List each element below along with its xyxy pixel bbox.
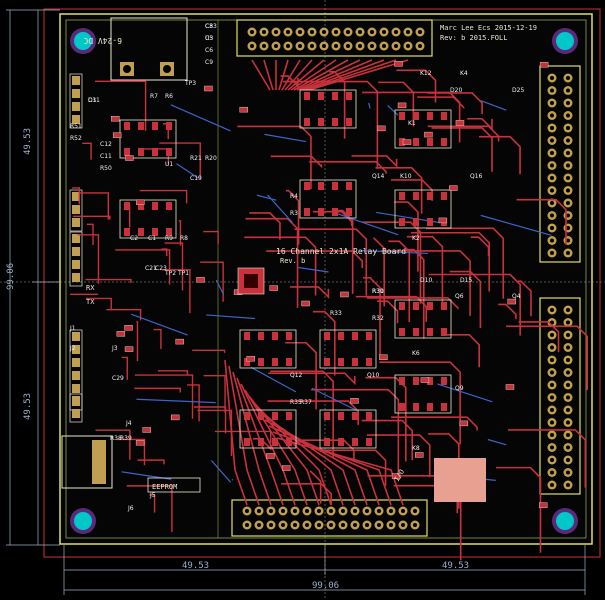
dim-label-height-bottom: 49.53	[23, 393, 33, 420]
ref-label: D20	[450, 87, 462, 94]
board-edge-outer	[43, 8, 601, 558]
ref-label: C11	[100, 153, 112, 160]
dim-label-height: 99.06	[6, 263, 16, 290]
ref-label: J3	[111, 345, 118, 352]
board-revision: Rev. b	[280, 257, 305, 265]
ref-label: C33	[205, 23, 217, 30]
eeprom-label: EEPROM	[152, 483, 177, 491]
copper-pour-pad	[434, 458, 486, 502]
ref-label: K8	[412, 445, 420, 452]
ref-label: U1	[165, 161, 173, 168]
ref-label: C1	[148, 235, 156, 242]
jack-j2	[61, 435, 113, 489]
ref-label: R32	[372, 315, 384, 322]
ref-label: R37	[300, 399, 312, 406]
ref-label: C2	[130, 235, 138, 242]
ref-label: R3	[290, 210, 298, 217]
ref-label: K4	[460, 70, 468, 77]
ref-label: C21	[145, 265, 157, 272]
trace-layer-front	[70, 59, 588, 561]
ref-label: C5	[205, 35, 213, 42]
ref-label: J4	[125, 420, 132, 427]
ref-label: K1	[408, 120, 416, 127]
ref-label: J2	[69, 345, 76, 352]
ref-label: R35	[290, 399, 302, 406]
ref-label: Q10	[367, 372, 380, 379]
rx-label: RX	[86, 284, 95, 292]
eeprom-block	[147, 477, 201, 493]
ref-label: R31	[372, 288, 384, 295]
ref-label: Q6	[455, 293, 464, 300]
ref-label: C31	[88, 97, 100, 104]
ref-label: Q12	[290, 372, 303, 379]
ref-label: R6	[165, 93, 173, 100]
power-label: 6-24V DC	[83, 36, 122, 45]
mounting-hole-bottom-right	[552, 508, 578, 534]
ref-label: Q4	[512, 293, 521, 300]
ref-label: R38	[110, 435, 122, 442]
mounting-hole-bottom-left	[70, 508, 96, 534]
ref-label: J5	[149, 492, 156, 499]
ref-label: Q16	[470, 173, 483, 180]
ref-label: K10	[400, 173, 412, 180]
mirrored-text-2: Rev: b 2015.FOLL	[440, 34, 507, 42]
ref-label: Q14	[372, 173, 385, 180]
ref-label: R4	[290, 193, 298, 200]
dim-label-width-left: 49.53	[182, 561, 209, 571]
ref-label: D15	[460, 277, 472, 284]
mcu-chip	[237, 267, 265, 295]
board-title: 16 Channel 2x1A Relay Board	[276, 247, 406, 256]
ref-label: Q9	[455, 385, 464, 392]
ref-label: C9	[205, 59, 213, 66]
ref-label: D25	[512, 87, 524, 94]
ref-label: U3	[205, 35, 213, 42]
ref-label: C23	[155, 265, 167, 272]
ref-label: R7	[150, 93, 158, 100]
ref-label: C29	[112, 375, 124, 382]
ref-label: C6	[205, 47, 213, 54]
ref-label: R52	[70, 135, 82, 142]
ref-label: J1	[69, 325, 76, 332]
dim-label-height-top: 49.53	[23, 128, 33, 155]
ref-label: C12	[100, 141, 112, 148]
ref-label: TP2	[164, 270, 176, 277]
connector-bottom	[231, 499, 428, 537]
ref-label: R50	[100, 165, 112, 172]
dim-label-width-right: 49.53	[442, 561, 469, 571]
ref-label: K6	[412, 350, 420, 357]
relay-footprints	[119, 89, 452, 449]
ref-label: R51	[70, 123, 82, 130]
ref-label: C8	[205, 23, 213, 30]
ref-label: R9	[165, 235, 173, 242]
connector-right-bottom	[539, 297, 581, 495]
tx-label: TX	[86, 298, 95, 306]
ref-label: R33	[330, 310, 342, 317]
ref-label: R8	[180, 235, 188, 242]
connector-right-top	[539, 65, 581, 263]
mounting-hole-top-right	[552, 28, 578, 54]
ref-label: TP1	[177, 270, 189, 277]
power-connector	[110, 17, 188, 81]
ref-label: R21	[190, 155, 202, 162]
dim-label-width: 99.06	[312, 581, 339, 591]
mounting-hole-top-left	[70, 28, 96, 54]
ref-label: D1	[88, 97, 97, 104]
ref-label: R39	[120, 435, 132, 442]
ref-label: K2	[412, 235, 420, 242]
connector-top	[236, 19, 433, 57]
ref-label: R30	[372, 288, 384, 295]
ref-label: R20	[205, 155, 217, 162]
ref-label: D10	[420, 277, 432, 284]
ref-label: C19	[190, 175, 202, 182]
ref-label: TP3	[184, 80, 196, 87]
smd-components	[111, 61, 549, 508]
mirrored-text-1: Marc Lee Ecs 2015-12-19	[440, 24, 537, 32]
ref-label: K12	[420, 70, 432, 77]
ref-label: J6	[127, 505, 134, 512]
left-header-column	[69, 73, 83, 423]
